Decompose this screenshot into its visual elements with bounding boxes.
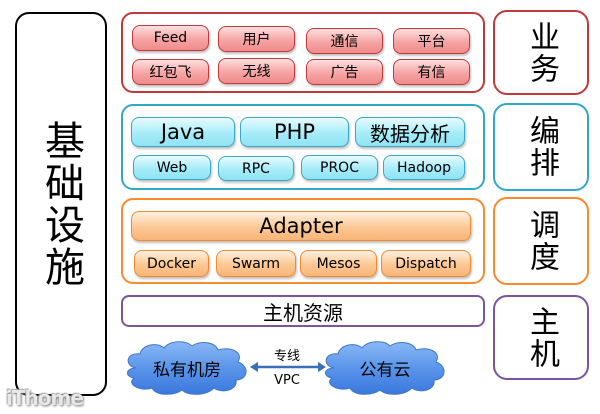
business-item-redpacket: 红包飞 — [132, 59, 209, 85]
public-cloud-label: 公有云 — [359, 360, 411, 381]
business-item-ads: 广告 — [306, 59, 383, 85]
scheduling-item-mesos: Mesos — [300, 250, 377, 277]
side-label-business: 业务 — [493, 10, 589, 95]
business-item-user: 用户 — [218, 26, 295, 52]
business-item-youxin: 有信 — [393, 59, 470, 85]
business-item-communication: 通信 — [306, 28, 383, 54]
orchestration-item-php: PHP — [240, 117, 349, 147]
orchestration-item-rpc: RPC — [218, 156, 294, 181]
private-cloud: 私有机房 — [122, 338, 252, 398]
side-label-business-text: 业务 — [524, 20, 559, 85]
cloud-icon — [127, 341, 247, 395]
scheduling-layer: Adapter Docker Swarm Mesos Dispatch — [121, 198, 485, 284]
link-label-vpc: VPC — [274, 373, 300, 388]
side-label-scheduling-text: 调度 — [524, 209, 559, 273]
host-resource-label: 主机资源 — [263, 300, 343, 325]
orchestration-item-proc: PROC — [301, 155, 378, 180]
orchestration-item-java: Java — [131, 117, 235, 147]
scheduling-item-swarm: Swarm — [216, 250, 296, 277]
orchestration-item-hadoop: Hadoop — [383, 155, 465, 180]
orchestration-item-data-analysis: 数据分析 — [355, 117, 465, 147]
scheduling-item-dispatch: Dispatch — [381, 250, 471, 277]
side-label-host-text: 主机 — [524, 305, 559, 370]
business-layer: Feed 用户 通信 平台 红包飞 无线 广告 有信 — [121, 12, 485, 93]
watermark: iThome — [6, 386, 84, 410]
infrastructure-label: 基础设施 — [38, 120, 84, 288]
private-cloud-label: 私有机房 — [153, 360, 221, 381]
bidirectional-arrow-icon — [250, 362, 326, 372]
business-item-wireless: 无线 — [218, 58, 295, 84]
orchestration-item-web: Web — [133, 155, 211, 180]
side-label-orchestration: 编排 — [493, 103, 589, 191]
infrastructure-box: 基础设施 — [15, 12, 107, 396]
side-label-scheduling: 调度 — [493, 197, 589, 285]
cloud-icon — [325, 341, 445, 395]
public-cloud: 公有云 — [320, 338, 450, 398]
side-label-host: 主机 — [493, 295, 589, 380]
business-item-feed: Feed — [132, 25, 209, 51]
link-label-dedicated-line: 专线 — [273, 349, 300, 364]
host-resource-bar: 主机资源 — [121, 295, 485, 327]
side-label-orchestration-text: 编排 — [524, 115, 559, 179]
scheduling-item-docker: Docker — [134, 250, 209, 277]
business-item-platform: 平台 — [393, 28, 470, 54]
orchestration-layer: Java PHP 数据分析 Web RPC PROC Hadoop — [121, 104, 485, 190]
scheduling-item-adapter: Adapter — [131, 211, 471, 241]
